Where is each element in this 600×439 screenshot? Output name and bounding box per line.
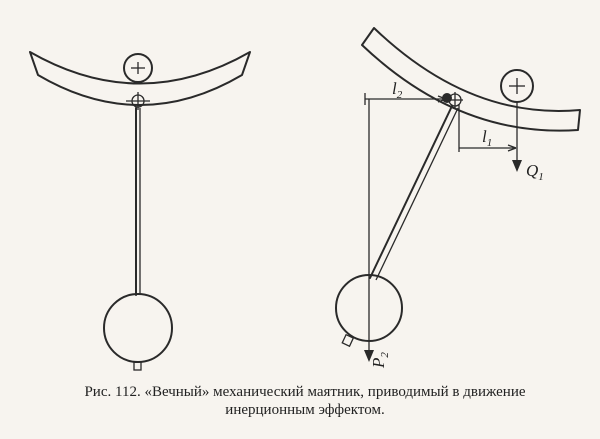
- pendulum-figure: l2 l1 Q1 P2: [29, 27, 581, 371]
- l1-label: l1: [482, 127, 492, 149]
- q1-label: Q1: [526, 161, 544, 183]
- caption-line-1: Рис. 112. «Вечный» механический маятник,…: [84, 384, 526, 400]
- caption-line-2: инерционным эффектом.: [225, 402, 385, 418]
- q1-arrow: [512, 160, 522, 172]
- l2-label: l2: [392, 79, 403, 101]
- p2-arrow: [364, 350, 374, 362]
- left-bob: [103, 293, 173, 363]
- left-small-weight: [123, 53, 153, 83]
- p2-label: P2: [369, 352, 391, 369]
- left-curved-track: [29, 51, 251, 106]
- figure-caption: Рис. 112. «Вечный» механический маятник,…: [20, 383, 590, 419]
- right-rod: [369, 105, 453, 279]
- left-pendulum: [29, 51, 251, 371]
- right-curved-track: [361, 27, 581, 132]
- right-pendulum: l2 l1 Q1 P2: [335, 27, 581, 369]
